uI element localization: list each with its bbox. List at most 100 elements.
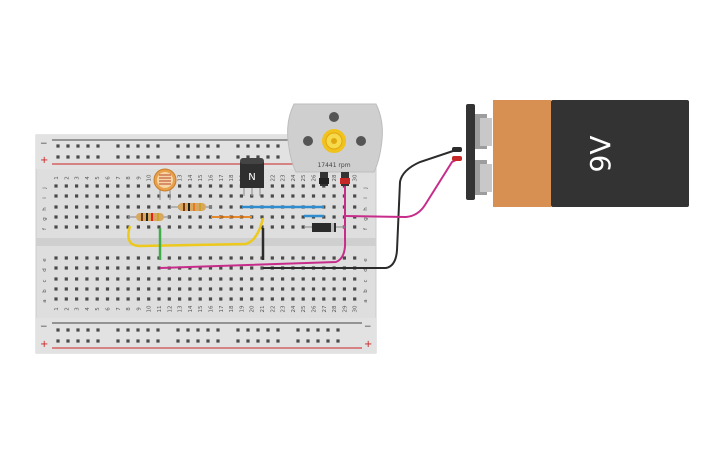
breadboard-hole[interactable] <box>281 215 285 219</box>
breadboard-hole[interactable] <box>270 287 274 291</box>
breadboard-hole[interactable] <box>270 184 274 188</box>
breadboard-hole[interactable] <box>156 328 160 332</box>
breadboard-hole[interactable] <box>75 215 79 219</box>
breadboard-hole[interactable] <box>126 205 130 209</box>
breadboard-hole[interactable] <box>208 184 213 188</box>
breadboard-hole[interactable] <box>116 287 120 291</box>
breadboard-hole[interactable] <box>208 297 213 301</box>
breadboard-hole[interactable] <box>208 194 213 198</box>
breadboard-hole[interactable] <box>301 225 305 229</box>
breadboard-hole[interactable] <box>105 184 110 188</box>
breadboard-hole[interactable] <box>239 277 243 281</box>
breadboard-hole[interactable] <box>157 277 161 281</box>
breadboard-hole[interactable] <box>291 184 295 188</box>
breadboard-hole[interactable] <box>178 194 182 198</box>
breadboard-hole[interactable] <box>95 184 99 188</box>
breadboard-hole[interactable] <box>198 256 202 260</box>
breadboard-hole[interactable] <box>66 144 70 148</box>
breadboard-hole[interactable] <box>85 184 89 188</box>
breadboard-hole[interactable] <box>332 194 336 198</box>
breadboard-hole[interactable] <box>216 144 220 148</box>
breadboard-hole[interactable] <box>56 328 60 332</box>
breadboard-hole[interactable] <box>208 287 213 291</box>
breadboard-hole[interactable] <box>116 266 120 270</box>
breadboard-hole[interactable] <box>105 215 110 219</box>
breadboard-hole[interactable] <box>291 194 295 198</box>
breadboard-hole[interactable] <box>196 144 200 148</box>
breadboard-hole[interactable] <box>136 205 140 209</box>
breadboard-hole[interactable] <box>167 194 171 198</box>
breadboard-hole[interactable] <box>322 287 326 291</box>
breadboard-hole[interactable] <box>266 144 270 148</box>
breadboard-hole[interactable] <box>186 144 190 148</box>
breadboard-hole[interactable] <box>147 184 151 188</box>
breadboard-hole[interactable] <box>126 194 130 198</box>
breadboard-hole[interactable] <box>322 277 326 281</box>
breadboard-hole[interactable] <box>326 339 330 343</box>
breadboard-hole[interactable] <box>353 256 357 260</box>
breadboard-hole[interactable] <box>208 256 213 260</box>
breadboard-hole[interactable] <box>276 155 280 159</box>
breadboard-hole[interactable] <box>332 277 336 281</box>
breadboard-hole[interactable] <box>311 277 316 281</box>
breadboard-hole[interactable] <box>208 225 213 229</box>
breadboard-hole[interactable] <box>85 256 89 260</box>
breadboard-hole[interactable] <box>75 205 79 209</box>
battery-terminal-positive[interactable] <box>452 156 462 161</box>
breadboard-hole[interactable] <box>116 184 120 188</box>
breadboard-hole[interactable] <box>76 155 80 159</box>
breadboard-hole[interactable] <box>206 328 210 332</box>
breadboard-hole[interactable] <box>126 155 130 159</box>
breadboard-hole[interactable] <box>336 328 340 332</box>
breadboard-hole[interactable] <box>229 297 233 301</box>
breadboard-hole[interactable] <box>116 155 120 159</box>
breadboard-hole[interactable] <box>196 328 200 332</box>
breadboard-hole[interactable] <box>66 328 70 332</box>
diode[interactable] <box>304 223 345 232</box>
breadboard-hole[interactable] <box>276 339 280 343</box>
breadboard-hole[interactable] <box>186 328 190 332</box>
breadboard-hole[interactable] <box>157 297 161 301</box>
breadboard-hole[interactable] <box>96 144 100 148</box>
breadboard-hole[interactable] <box>281 184 285 188</box>
breadboard-hole[interactable] <box>116 297 120 301</box>
breadboard-hole[interactable] <box>342 256 346 260</box>
breadboard-hole[interactable] <box>250 266 254 270</box>
breadboard-hole[interactable] <box>281 297 285 301</box>
breadboard-hole[interactable] <box>116 215 120 219</box>
breadboard-hole[interactable] <box>322 256 326 260</box>
breadboard-hole[interactable] <box>136 155 140 159</box>
breadboard-hole[interactable] <box>260 194 264 198</box>
breadboard-hole[interactable] <box>156 339 160 343</box>
breadboard-hole[interactable] <box>167 297 171 301</box>
breadboard-hole[interactable] <box>239 256 243 260</box>
breadboard-hole[interactable] <box>76 328 80 332</box>
breadboard-hole[interactable] <box>136 266 140 270</box>
breadboard-hole[interactable] <box>239 205 243 209</box>
npn-transistor[interactable]: N <box>240 158 264 196</box>
breadboard-hole[interactable] <box>256 328 260 332</box>
breadboard-hole[interactable] <box>188 184 192 188</box>
breadboard-hole[interactable] <box>250 256 254 260</box>
breadboard-hole[interactable] <box>281 277 285 281</box>
breadboard-hole[interactable] <box>206 155 210 159</box>
breadboard-hole[interactable] <box>353 225 357 229</box>
breadboard-hole[interactable] <box>301 256 305 260</box>
breadboard-hole[interactable] <box>85 277 89 281</box>
breadboard-hole[interactable] <box>136 184 140 188</box>
breadboard-hole[interactable] <box>301 297 305 301</box>
breadboard-hole[interactable] <box>146 328 150 332</box>
breadboard-hole[interactable] <box>208 215 213 219</box>
breadboard-hole[interactable] <box>198 215 202 219</box>
breadboard-hole[interactable] <box>64 277 68 281</box>
breadboard-hole[interactable] <box>178 287 182 291</box>
breadboard-hole[interactable] <box>270 297 274 301</box>
breadboard-hole[interactable] <box>136 328 140 332</box>
breadboard-hole[interactable] <box>219 287 223 291</box>
breadboard-hole[interactable] <box>75 256 79 260</box>
breadboard-hole[interactable] <box>296 339 300 343</box>
breadboard-hole[interactable] <box>198 297 202 301</box>
breadboard-hole[interactable] <box>147 297 151 301</box>
breadboard-hole[interactable] <box>86 339 90 343</box>
breadboard-hole[interactable] <box>105 194 110 198</box>
